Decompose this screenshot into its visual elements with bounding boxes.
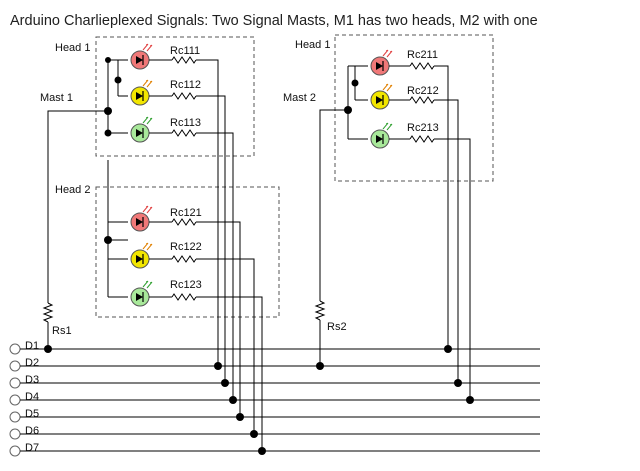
led-112-yellow-led [130,79,153,106]
rs2-label: Rs2 [327,321,347,333]
rc211-resistor [389,62,452,353]
pin-d6-label: D6 [25,425,39,437]
m2-head1-label: Head 1 [295,39,330,51]
m1-head2-wiring [104,221,128,298]
rc121-label: Rc121 [170,207,202,219]
rc122-label: Rc122 [170,241,202,253]
led-111-red-led [130,43,153,70]
rc212-resistor [389,96,462,387]
resistor-group [149,56,474,455]
pin-d5-label: D5 [25,408,39,420]
led-122-yellow-led [130,242,153,269]
pin-d7-label: D7 [25,442,39,454]
led-group [130,43,393,307]
diagram-title: Arduino Charlieplexed Signals: Two Signa… [10,13,538,29]
pin-d1-terminal [9,343,21,355]
pin-d1-label: D1 [25,340,39,352]
pin-d7-terminal [9,445,21,457]
pin-d3-label: D3 [25,374,39,386]
m1-head2-label: Head 2 [55,184,90,196]
mast1-label: Mast 1 [40,92,73,104]
rc113-label: Rc113 [170,117,201,129]
m1-head2-box [95,186,280,318]
m1-head1-box [95,36,255,157]
led-212-yellow-led [370,83,393,110]
led-123-green-led [130,280,153,307]
rc123-resistor [149,293,266,455]
rc213-resistor [389,135,474,404]
rc112-label: Rc112 [170,79,201,91]
rc213-label: Rc213 [407,122,439,134]
rc211-label: Rc211 [407,49,438,61]
pin-d4-terminal [9,394,21,406]
pin-d2-terminal [9,360,21,372]
m1-head1-label: Head 1 [55,42,90,54]
led-213-green-led [370,122,393,149]
mast2-label: Mast 2 [283,92,316,104]
pin-bus [9,343,540,457]
pin-d2-label: D2 [25,357,39,369]
pin-d5-terminal [9,411,21,423]
rc212-label: Rc212 [407,85,439,97]
rc123-label: Rc123 [170,279,202,291]
pin-d3-terminal [9,377,21,389]
led-113-green-led [130,116,153,143]
rs1-label: Rs1 [52,325,72,337]
rs1-junction [44,345,52,353]
rc121-resistor [149,218,244,421]
pin-d4-label: D4 [25,391,39,403]
pin-d6-terminal [9,428,21,440]
m2-head1-box [334,34,494,182]
rc113-resistor [149,129,237,404]
mast1-common-wiring [42,110,108,353]
rs2-junction [316,362,324,370]
rc111-label: Rc111 [170,45,200,57]
led-211-red-led [370,49,393,76]
rc112-resistor [149,92,229,387]
mast2-common-wiring [314,109,348,370]
rc122-resistor [149,255,258,438]
led-121-red-led [130,205,153,232]
rc111-resistor [149,56,222,370]
m1-head1-wiring [104,57,128,241]
m2-head1-wiring [344,65,368,140]
